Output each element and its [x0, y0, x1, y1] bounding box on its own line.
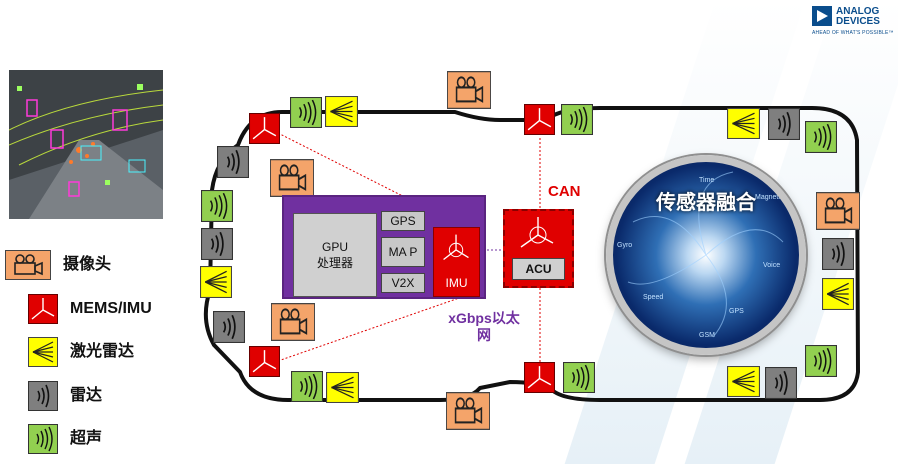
legend-label-mems-imu: MEMS/IMU	[70, 300, 152, 317]
legend-item-radar: 雷达	[28, 380, 102, 412]
gpu-processor-block: GPU 处理器	[293, 213, 377, 297]
lidar-icon	[28, 337, 58, 367]
logo-mark-icon	[812, 6, 832, 26]
ultrasonic-sensor	[805, 345, 837, 377]
ecu-imu-block: IMU	[433, 227, 480, 297]
ultrasonic-sensor	[201, 190, 233, 222]
mems-imu-sensor	[524, 362, 555, 393]
mems-imu-sensor	[249, 346, 280, 377]
analog-devices-logo: ANALOG DEVICES AHEAD OF WHAT'S POSSIBLE™	[812, 6, 894, 40]
lidar-sensor	[822, 278, 854, 310]
legend-item-camera: 摄像头	[5, 249, 111, 281]
ultrasonic-icon	[28, 424, 58, 454]
lidar-pointcloud-image	[9, 70, 163, 219]
camera-sensor	[816, 192, 860, 230]
imu-axes-icon	[443, 234, 469, 261]
fusion-word: Time	[699, 177, 715, 184]
legend-label-ultrasonic: 超声	[70, 430, 103, 447]
lidar-sensor	[727, 366, 760, 397]
logo-tagline: AHEAD OF WHAT'S POSSIBLE™	[812, 30, 894, 36]
mems-imu-sensor	[524, 104, 555, 135]
camera-sensor	[446, 392, 490, 430]
ultrasonic-sensor	[291, 371, 323, 402]
lidar-sensor	[727, 108, 760, 139]
lidar-sensor	[326, 372, 359, 403]
radar-sensor	[217, 146, 249, 178]
acu-label: ACU	[512, 258, 565, 280]
gpu-label: GPU	[321, 240, 348, 254]
camera-sensor	[271, 303, 315, 341]
map-block: MA P	[381, 237, 425, 267]
fusion-word: Speed	[643, 294, 664, 301]
legend-item-ultrasonic: 超声	[28, 423, 102, 455]
ethernet-label: xGbps以太网	[448, 310, 520, 343]
fusion-swirl-icon	[627, 171, 784, 338]
imu-projection-lines	[277, 132, 463, 362]
lidar-sensor	[325, 96, 358, 127]
central-ecu: GPU 处理器 GPS MA P V2X IMU	[282, 195, 486, 299]
ultrasonic-sensor	[563, 362, 595, 393]
gps-block: GPS	[381, 211, 425, 231]
map-label: MA P	[388, 244, 418, 259]
fusion-title: 传感器融合	[656, 190, 756, 214]
acu-imu-axes-icon	[520, 217, 554, 248]
fusion-word: GPS	[729, 308, 744, 315]
fusion-word: Magnetic	[755, 194, 784, 201]
camera-icon	[5, 250, 51, 280]
camera-sensor	[270, 159, 314, 197]
acu-unit: ACU	[503, 209, 574, 288]
radar-sensor	[768, 108, 800, 140]
sensor-fusion-graphic: 传感器融合 Time Magnetic Gyro Voice Speed GPS…	[606, 155, 806, 355]
legend-item-mems-imu: MEMS/IMU	[28, 293, 152, 325]
logo-line2: DEVICES	[836, 16, 880, 27]
legend-label-lidar: 激光雷达	[70, 343, 135, 360]
pointcloud-graphic	[9, 70, 163, 219]
mems-imu-sensor	[249, 113, 280, 144]
radar-icon	[28, 381, 58, 411]
can-bus-label: CAN	[548, 183, 581, 200]
fusion-word: Gyro	[617, 242, 633, 249]
legend-label-camera: 摄像头	[63, 256, 112, 273]
legend-item-lidar: 激光雷达	[28, 336, 134, 368]
vehicle-outline	[203, 106, 860, 402]
radar-sensor	[822, 238, 854, 270]
imu-label: IMU	[445, 276, 468, 290]
legend-label-radar: 雷达	[70, 387, 103, 404]
v2x-block: V2X	[381, 273, 425, 293]
radar-sensor	[201, 228, 233, 260]
fusion-word: GSM	[699, 332, 715, 339]
radar-sensor	[765, 367, 797, 399]
mems-imu-icon	[28, 294, 58, 324]
logo-line1: ANALOG	[836, 6, 880, 17]
radar-sensor	[213, 311, 245, 343]
ultrasonic-sensor	[805, 121, 837, 153]
ultrasonic-sensor	[290, 97, 322, 128]
fusion-word: Voice	[763, 262, 781, 269]
camera-sensor	[447, 71, 491, 109]
lidar-sensor	[200, 266, 232, 298]
ultrasonic-sensor	[561, 104, 593, 135]
gpu-sub-label: 处理器	[316, 256, 353, 270]
